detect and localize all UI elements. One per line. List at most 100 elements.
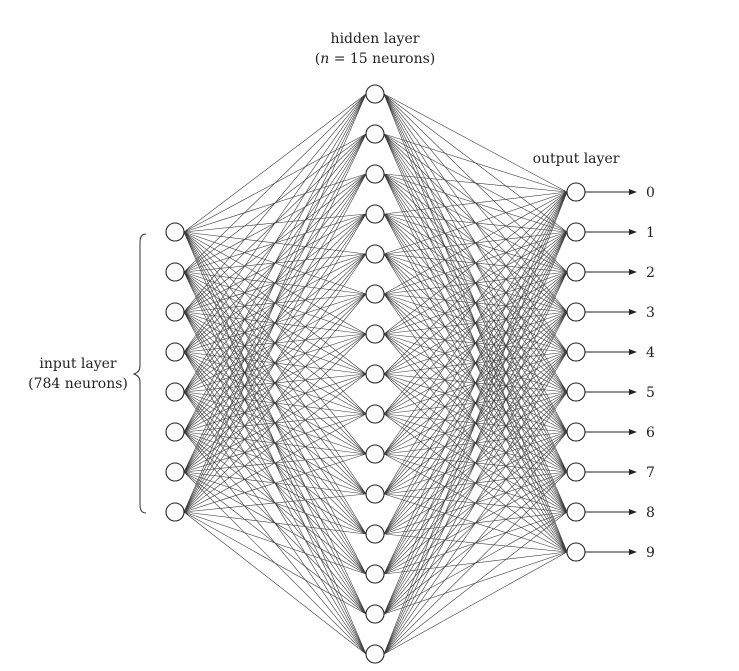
hidden-neuron: [365, 124, 385, 144]
neurons: [165, 84, 586, 664]
output-arrowhead: [629, 189, 637, 195]
output-label: 2: [646, 265, 655, 281]
hidden-neuron: [365, 644, 385, 664]
connection-line: [383, 191, 568, 615]
connection-line: [383, 191, 568, 575]
connection-line: [183, 511, 367, 615]
connection-line: [183, 213, 367, 513]
output-neuron: [566, 182, 586, 202]
hidden-neuron: [365, 404, 385, 424]
connection-line: [183, 133, 367, 513]
output-label: 7: [646, 465, 655, 481]
connection-line: [383, 391, 568, 655]
connection-line: [183, 93, 367, 433]
connection-line: [183, 93, 367, 313]
input-layer-brace: [132, 233, 147, 514]
connection-line: [383, 271, 568, 655]
connection-line: [383, 93, 568, 193]
output-neuron: [566, 462, 586, 482]
connection-line: [183, 93, 367, 513]
output-arrowhead: [629, 509, 637, 515]
output-arrowhead: [629, 429, 637, 435]
hidden-neuron: [365, 244, 385, 264]
connection-line: [383, 133, 568, 193]
connection-line: [183, 511, 367, 575]
output-label: 0: [646, 185, 655, 201]
hidden-neuron: [365, 164, 385, 184]
connection-lines: [183, 93, 568, 655]
connection-line: [383, 191, 568, 415]
connection-line: [183, 93, 367, 393]
connection-line: [383, 511, 568, 655]
hidden-neuron: [365, 524, 385, 544]
connection-line: [383, 191, 568, 255]
connection-line: [383, 231, 568, 655]
input-neuron: [165, 262, 185, 282]
input-neuron: [165, 502, 185, 522]
output-arrowhead: [629, 469, 637, 475]
hidden-neuron: [365, 444, 385, 464]
hidden-neuron: [365, 604, 385, 624]
connection-line: [183, 413, 367, 513]
connection-line: [183, 373, 367, 513]
output-arrowhead: [629, 349, 637, 355]
connection-line: [383, 191, 568, 495]
output-label: 3: [646, 305, 655, 321]
hidden-layer-title: hidden layer: [331, 31, 420, 47]
output-arrows: [585, 189, 637, 555]
output-layer-title: output layer: [533, 151, 620, 167]
output-label: 6: [646, 425, 655, 441]
connection-line: [383, 191, 568, 335]
output-label: 1: [646, 225, 655, 241]
output-arrowhead: [629, 549, 637, 555]
connection-line: [383, 191, 568, 375]
output-label: 4: [646, 345, 655, 361]
output-label: 8: [646, 505, 655, 521]
connection-line: [383, 191, 568, 655]
connection-line: [383, 191, 568, 455]
connection-line: [383, 191, 568, 295]
connection-line: [183, 453, 367, 513]
connection-line: [383, 351, 568, 655]
hidden-neuron: [365, 284, 385, 304]
output-arrowhead: [629, 309, 637, 315]
input-neuron: [165, 302, 185, 322]
connection-line: [383, 191, 568, 215]
output-arrowhead: [629, 269, 637, 275]
input-neuron: [165, 422, 185, 442]
connection-line: [183, 293, 367, 513]
output-neuron: [566, 222, 586, 242]
output-neuron: [566, 382, 586, 402]
hidden-neuron: [365, 204, 385, 224]
output-neuron: [566, 502, 586, 522]
connection-line: [183, 173, 367, 513]
output-neuron: [566, 342, 586, 362]
input-neuron: [165, 222, 185, 242]
output-neuron: [566, 422, 586, 442]
output-arrowhead: [629, 389, 637, 395]
hidden-neuron: [365, 324, 385, 344]
connection-line: [383, 191, 568, 535]
connection-line: [383, 173, 568, 193]
hidden-layer-subtitle: (n = 15 neurons): [315, 51, 436, 67]
input-neuron: [165, 462, 185, 482]
input-layer-title: input layer: [39, 356, 117, 372]
connection-line: [183, 93, 367, 473]
input-neuron: [165, 382, 185, 402]
hidden-neuron: [365, 364, 385, 384]
connection-line: [183, 511, 367, 655]
output-label: 9: [646, 545, 655, 561]
connection-line: [183, 493, 367, 513]
output-neuron: [566, 302, 586, 322]
output-label: 5: [646, 385, 655, 401]
connection-line: [183, 333, 367, 513]
output-arrowhead: [629, 229, 637, 235]
input-layer-subtitle: (784 neurons): [28, 376, 128, 392]
output-neuron: [566, 542, 586, 562]
connection-line: [183, 93, 367, 233]
connection-line: [383, 551, 568, 655]
connection-line: [183, 93, 367, 273]
connection-line: [383, 471, 568, 655]
output-labels: 0 1 2 3 4 5 6 7 8 9: [646, 185, 655, 561]
